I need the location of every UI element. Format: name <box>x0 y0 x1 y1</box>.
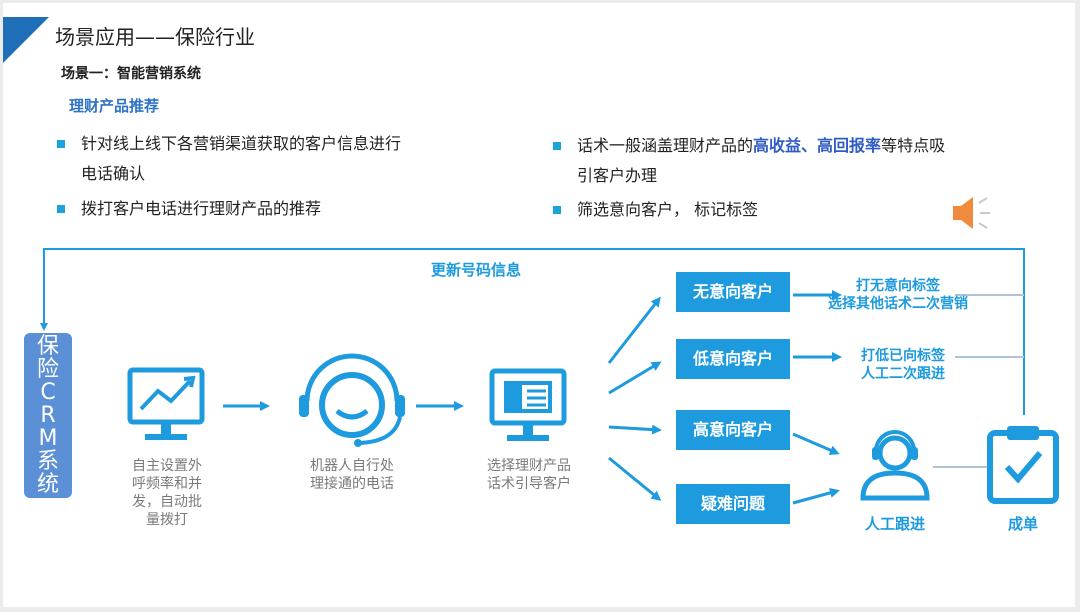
flow-arrow <box>608 456 662 501</box>
scene-heading: 场景一：智能营销系统 <box>61 66 201 82</box>
update-info-label: 更新号码信息 <box>431 261 522 279</box>
bullet-left-2: 拨打客户电话进行理财产品的推荐 <box>57 194 321 224</box>
step-label-script: 选择理财产品话术引导客户 <box>487 458 571 492</box>
script-screen-icon <box>489 368 567 441</box>
speaker-icon[interactable] <box>953 197 990 229</box>
bullet-marker <box>57 205 65 213</box>
flow-arrow <box>792 488 840 505</box>
category-high-intent: 高意向客户 <box>676 410 790 450</box>
action-low-intent: 打低已向标签人工二次跟进 <box>861 348 945 382</box>
agent-label: 人工跟进 <box>864 515 925 533</box>
monitor-chart-icon <box>127 367 205 440</box>
flow-arrow <box>608 361 662 395</box>
bullet-right-2: 筛选意向客户， 标记标签 <box>553 195 758 225</box>
bullet-marker <box>553 142 561 150</box>
agent-headset-icon <box>860 430 930 501</box>
category-difficult: 疑难问题 <box>676 484 790 524</box>
corner-decoration <box>3 17 49 63</box>
category-no-intent: 无意向客户 <box>676 272 790 312</box>
slide: 场景应用——保险行业 场景一：智能营销系统 理财产品推荐 针对线上线下各营销渠道… <box>3 3 1075 607</box>
robot-headset-icon <box>299 353 405 447</box>
clipboard-check-icon <box>987 426 1059 504</box>
category-low-intent: 低意向客户 <box>676 339 790 379</box>
update-loop-line <box>40 248 1025 415</box>
page-title: 场景应用——保险行业 <box>55 25 255 49</box>
bullet-marker <box>57 140 65 148</box>
deal-label: 成单 <box>1007 515 1038 533</box>
bullet-right-1: 话术一般涵盖理财产品的高收益、高回报率等特点吸 引客户办理 <box>553 131 945 191</box>
step-label-dial: 自主设置外呼频率和并发，自动批量拨打 <box>132 458 202 528</box>
flow-arrow <box>608 424 662 435</box>
section-subtitle: 理财产品推荐 <box>69 97 160 115</box>
flow-arrow <box>607 296 661 364</box>
bullet-marker <box>553 206 561 214</box>
flow-diagram <box>40 197 1059 505</box>
action-no-intent: 打无意向标签选择其他话术二次营销 <box>828 278 968 312</box>
flow-arrow <box>792 432 840 455</box>
bullet-left-1: 针对线上线下各营销渠道获取的客户信息进行 电话确认 <box>57 129 401 189</box>
step-label-robot: 机器人自行处理接通的电话 <box>310 458 394 492</box>
